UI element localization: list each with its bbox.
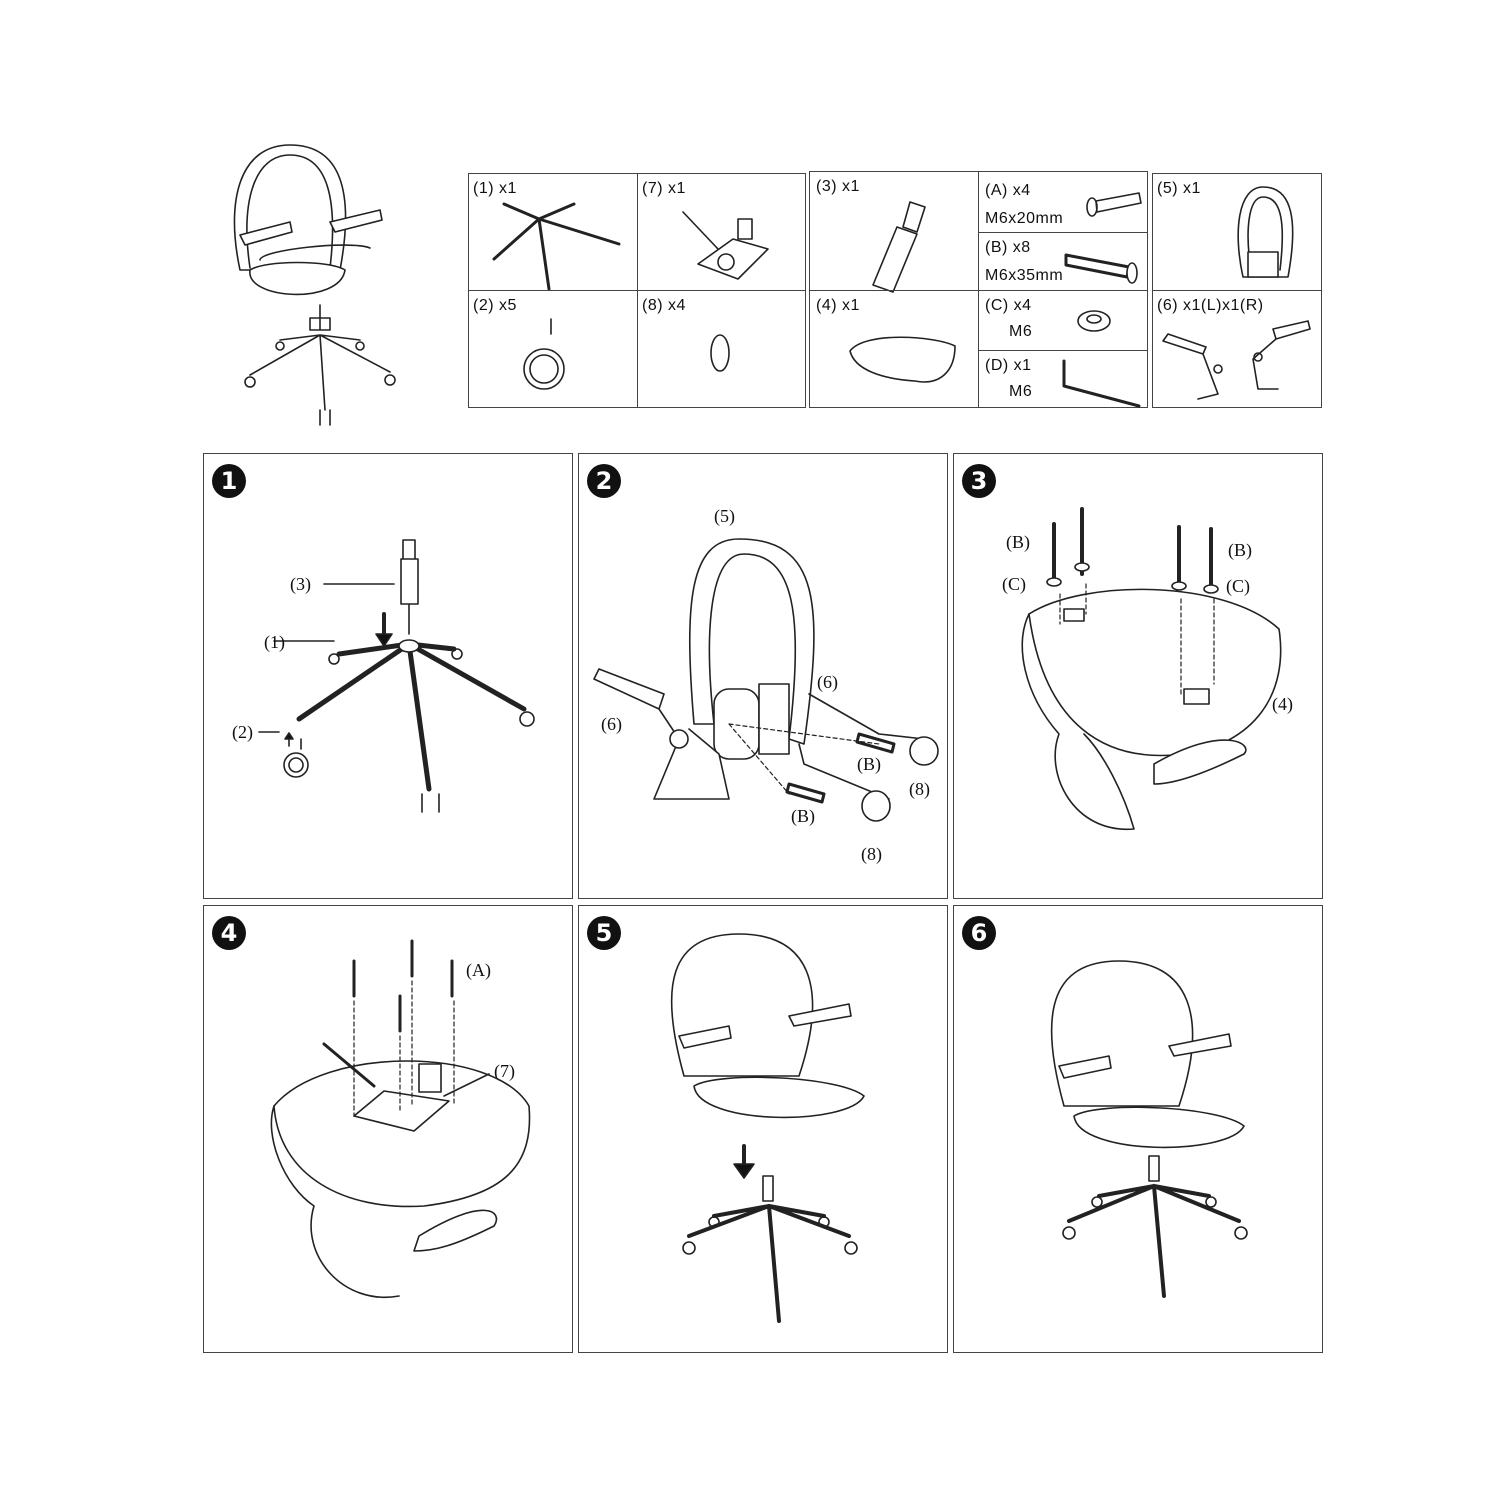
- step-number-badge: 1: [212, 464, 246, 498]
- part-label: (6) x1(L)x1(R): [1157, 297, 1264, 314]
- part-cell-4: (4) x1: [809, 290, 979, 408]
- label-screw-b: (B): [857, 754, 881, 774]
- part-size: M6x35mm: [985, 267, 1064, 284]
- part-cell-5: (5) x1: [1152, 173, 1322, 291]
- label-mechanism: (7): [494, 1061, 515, 1081]
- label-screw-b: (B): [791, 806, 815, 826]
- part-label: (B) x8: [985, 239, 1031, 256]
- step-number-badge: 6: [962, 916, 996, 950]
- label-armrest-right: (6): [817, 672, 838, 692]
- step-panel-2: 2 (5) (6) (6) (B) (B) (8) (8): [578, 453, 948, 899]
- cap-icon: [710, 334, 730, 372]
- part-label: (7) x1: [642, 180, 686, 197]
- hex-key-icon: [1062, 359, 1141, 408]
- armrests-icon: [1162, 320, 1311, 400]
- part-label: (3) x1: [816, 178, 860, 195]
- step-number-badge: 4: [212, 916, 246, 950]
- label-cylinder: (3): [290, 574, 311, 594]
- part-cell-D: (D) x1 M6: [978, 350, 1148, 408]
- label-screw-b: (B): [1228, 540, 1252, 560]
- label-backrest: (5): [714, 506, 735, 526]
- step-number-badge: 2: [587, 464, 621, 498]
- screw-short-icon: [1086, 192, 1142, 217]
- seat-cushion-icon: [849, 336, 956, 383]
- part-label: (4) x1: [816, 297, 860, 314]
- label-seat: (4): [1272, 694, 1293, 714]
- backrest-frame-icon: [1237, 186, 1294, 278]
- backrest-armrest-illustration: [593, 538, 939, 822]
- part-cell-1: (1) x1: [468, 173, 638, 291]
- part-cell-7: (7) x1: [637, 173, 806, 291]
- part-size: M6: [1009, 383, 1033, 400]
- part-label: (1) x1: [473, 180, 517, 197]
- label-washer-c: (C): [1226, 576, 1250, 596]
- base-cylinder-illustration: [258, 539, 535, 813]
- label-cap: (8): [909, 779, 930, 799]
- star-base-icon: [492, 202, 621, 291]
- part-cell-C: (C) x4 M6: [978, 290, 1148, 351]
- screw-long-icon: [1064, 253, 1138, 284]
- part-cell-2: (2) x5: [468, 290, 638, 408]
- label-caster: (2): [232, 722, 253, 742]
- label-base: (1): [264, 632, 285, 652]
- part-cell-A: (A) x4 M6x20mm: [978, 171, 1148, 233]
- washer-icon: [1077, 310, 1111, 332]
- step-panel-3: 3 (B) (B) (C) (C) (4): [953, 453, 1323, 899]
- step-panel-1: 1 (3) (1) (2): [203, 453, 573, 899]
- step-panel-6: 6: [953, 905, 1323, 1353]
- seat-backrest-screws-illustration: [1021, 507, 1282, 830]
- part-cell-3: (3) x1: [809, 171, 979, 293]
- part-cell-8: (8) x4: [637, 290, 806, 408]
- part-size: M6: [1009, 323, 1033, 340]
- caster-wheel-icon: [523, 318, 565, 390]
- part-cell-B: (B) x8 M6x35mm: [978, 232, 1148, 291]
- chair-onto-base-illustration: [670, 933, 865, 1323]
- label-cap: (8): [861, 844, 882, 864]
- label-armrest-left: (6): [601, 714, 622, 734]
- step-number-badge: 5: [587, 916, 621, 950]
- label-screw-b: (B): [1006, 532, 1030, 552]
- step-panel-5: 5: [578, 905, 948, 1353]
- step-panel-4: 4 (A) (7): [203, 905, 573, 1353]
- part-size: M6x20mm: [985, 210, 1064, 227]
- step-number-badge: 3: [962, 464, 996, 498]
- completed-chair-illustration: [1050, 960, 1248, 1298]
- label-washer-c: (C): [1002, 574, 1026, 594]
- part-label: (A) x4: [985, 182, 1031, 199]
- part-label: (2) x5: [473, 297, 517, 314]
- assembled-chair-illustration: [233, 144, 396, 426]
- part-label: (5) x1: [1157, 180, 1201, 197]
- tilt-mechanism-icon: [682, 211, 769, 280]
- part-label: (D) x1: [985, 357, 1032, 374]
- gas-cylinder-icon: [872, 201, 926, 293]
- mechanism-screws-illustration: [270, 939, 531, 1299]
- part-label: (8) x4: [642, 297, 686, 314]
- part-label: (C) x4: [985, 297, 1032, 314]
- label-screw-a: (A): [466, 960, 491, 980]
- part-cell-6: (6) x1(L)x1(R): [1152, 290, 1322, 408]
